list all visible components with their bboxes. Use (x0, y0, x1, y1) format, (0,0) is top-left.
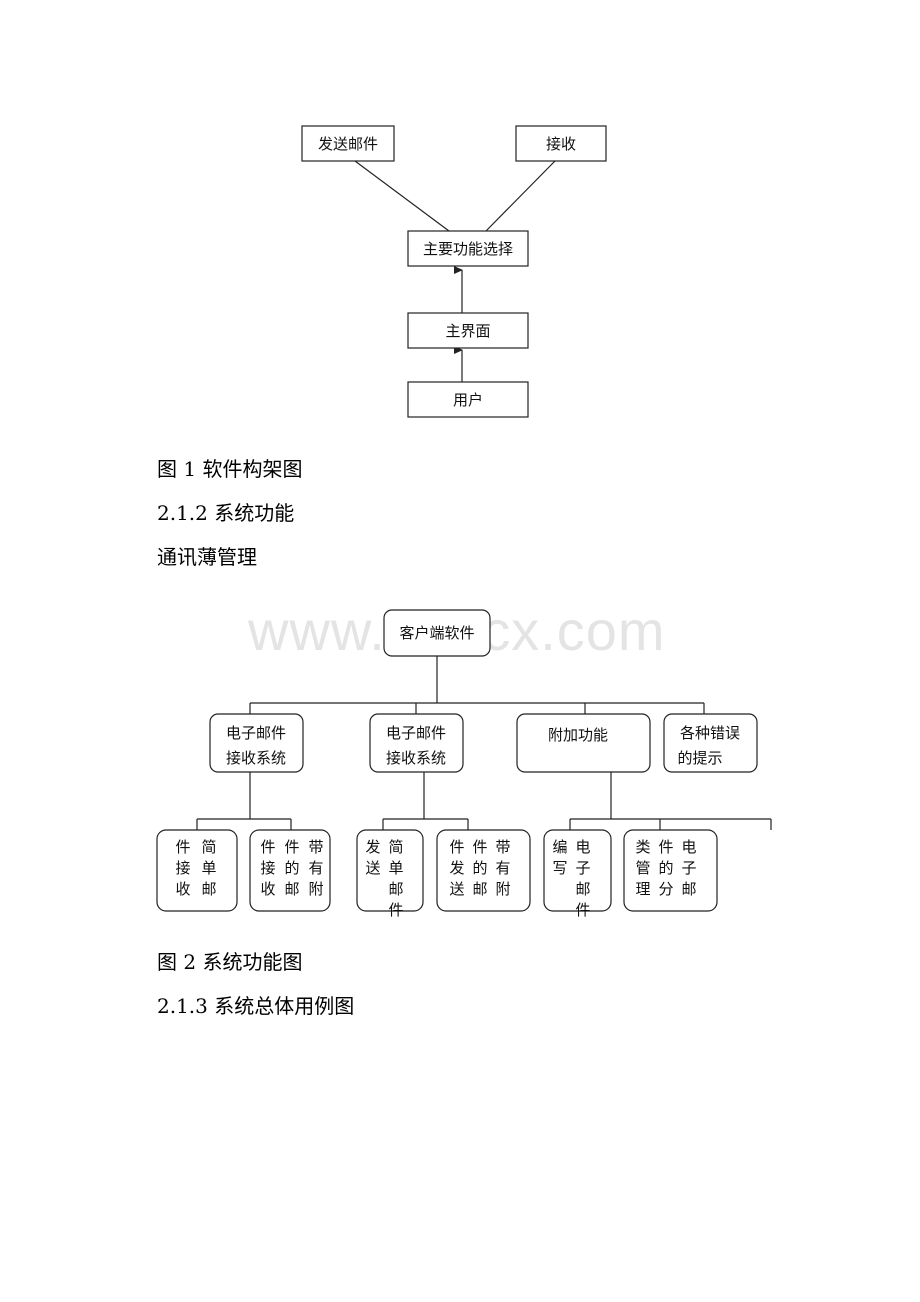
leaf-label-char: 件 (472, 838, 487, 856)
svg-text:各种错误: 各种错误 (680, 724, 740, 742)
leaf-label-char: 件 (284, 838, 299, 856)
leaf-label-char: 编 (552, 838, 567, 856)
leaf-label-char: 简 (388, 838, 403, 856)
svg-text:附加功能: 附加功能 (548, 726, 608, 744)
leaf-label-char: 邮 (388, 880, 403, 898)
node-email-receive-system-2: 电子邮件 接收系统 (369, 713, 464, 773)
leaf-email-category-management (623, 829, 718, 912)
svg-text:主要功能选择: 主要功能选择 (423, 240, 513, 258)
leaf-label-char: 类 (635, 838, 650, 856)
leaf-label-char: 发 (365, 838, 380, 856)
leaf-boxes (156, 829, 718, 912)
leaf-labels: 件接收简单邮件接收件的邮带有附发送简单邮件件发送件的邮带有附编写电子邮件类管理件… (175, 838, 696, 919)
svg-text:接收: 接收 (546, 135, 576, 153)
svg-text:的提示: 的提示 (677, 749, 722, 767)
leaf-label-char: 件 (388, 901, 403, 919)
svg-text:电子邮件: 电子邮件 (226, 724, 286, 742)
node-receive: 接收 (515, 125, 607, 162)
leaf-label-char: 单 (201, 859, 216, 877)
leaf-label-char: 简 (201, 838, 216, 856)
leaf-label-char: 件 (175, 838, 190, 856)
leaf-simple-mail-send (356, 829, 424, 912)
leaf-label-char: 件 (260, 838, 275, 856)
node-client-software: 客户端软件 (383, 609, 491, 657)
leaf-label-char: 写 (552, 859, 567, 877)
leaf-label-char: 电 (575, 838, 590, 856)
edge-receive-to-main-select (485, 160, 556, 232)
leaf-label-char: 附 (495, 880, 510, 898)
leaf-label-char: 子 (681, 859, 696, 877)
leaf-label-char: 附 (308, 880, 323, 898)
leaf-label-char: 的 (658, 859, 673, 877)
leaf-attachment-mail-send (436, 829, 531, 912)
caption-figure-1: 图 1 软件构架图 (157, 457, 303, 481)
caption-figure-2: 图 2 系统功能图 (157, 950, 303, 974)
node-user: 用户 (407, 381, 529, 418)
leaf-label-char: 件 (575, 901, 590, 919)
node-main-interface: 主界面 (407, 312, 529, 349)
leaf-label-char: 邮 (201, 880, 216, 898)
svg-text:主界面: 主界面 (445, 322, 490, 340)
node-additional-functions: 附加功能 (516, 713, 651, 773)
node-error-prompts: 各种错误 的提示 (663, 713, 758, 773)
leaf-label-char: 收 (175, 880, 190, 898)
leaf-label-char: 发 (449, 859, 464, 877)
leaf-label-char: 件 (449, 838, 464, 856)
leaf-label-char: 的 (284, 859, 299, 877)
svg-text:接收系统: 接收系统 (226, 749, 286, 767)
svg-text:接收系统: 接收系统 (386, 749, 446, 767)
architecture-diagram: 发送邮件 接收 主要功能选择 主界面 用户 (301, 125, 607, 418)
leaf-label-char: 送 (365, 859, 380, 877)
leaf-label-char: 接 (175, 859, 190, 877)
leaf-label-char: 带 (308, 838, 323, 856)
function-diagram: 客户端软件 电子邮件 接收系统 电子邮件 接收系统 附加功能 各种错误 的提示 (156, 609, 772, 919)
leaf-label-char: 收 (260, 880, 275, 898)
heading-2-1-3: 2.1.3 系统总体用例图 (157, 994, 355, 1018)
svg-text:用户: 用户 (453, 391, 483, 409)
leaf-label-char: 单 (388, 859, 403, 877)
leaf-label-char: 有 (308, 859, 323, 877)
leaf-simple-mail-receive (156, 829, 238, 912)
leaf-label-char: 接 (260, 859, 275, 877)
leaf-label-char: 送 (449, 880, 464, 898)
leaf-label-char: 分 (658, 880, 673, 898)
leaf-label-char: 邮 (681, 880, 696, 898)
leaf-label-char: 邮 (472, 880, 487, 898)
leaf-label-char: 子 (575, 859, 590, 877)
leaf-label-char: 邮 (575, 880, 590, 898)
node-send-mail: 发送邮件 (301, 125, 395, 162)
leaf-label-char: 带 (495, 838, 510, 856)
heading-contacts-management: 通讯薄管理 (157, 545, 257, 569)
leaf-attachment-mail-receive (249, 829, 331, 912)
node-main-function-select: 主要功能选择 (407, 230, 529, 267)
heading-2-1-2: 2.1.2 系统功能 (157, 501, 295, 525)
svg-text:客户端软件: 客户端软件 (399, 624, 474, 642)
leaf-compose-email (543, 829, 612, 912)
leaf-label-char: 有 (495, 859, 510, 877)
leaf-label-char: 电 (681, 838, 696, 856)
leaf-label-char: 件 (658, 838, 673, 856)
edge-send-to-main-select (354, 160, 450, 232)
svg-text:电子邮件: 电子邮件 (386, 724, 446, 742)
svg-text:发送邮件: 发送邮件 (318, 135, 378, 153)
leaf-label-char: 理 (635, 880, 650, 898)
leaf-label-char: 邮 (284, 880, 299, 898)
leaf-label-char: 管 (635, 859, 650, 877)
node-email-receive-system-1: 电子邮件 接收系统 (209, 713, 304, 773)
leaf-label-char: 的 (472, 859, 487, 877)
